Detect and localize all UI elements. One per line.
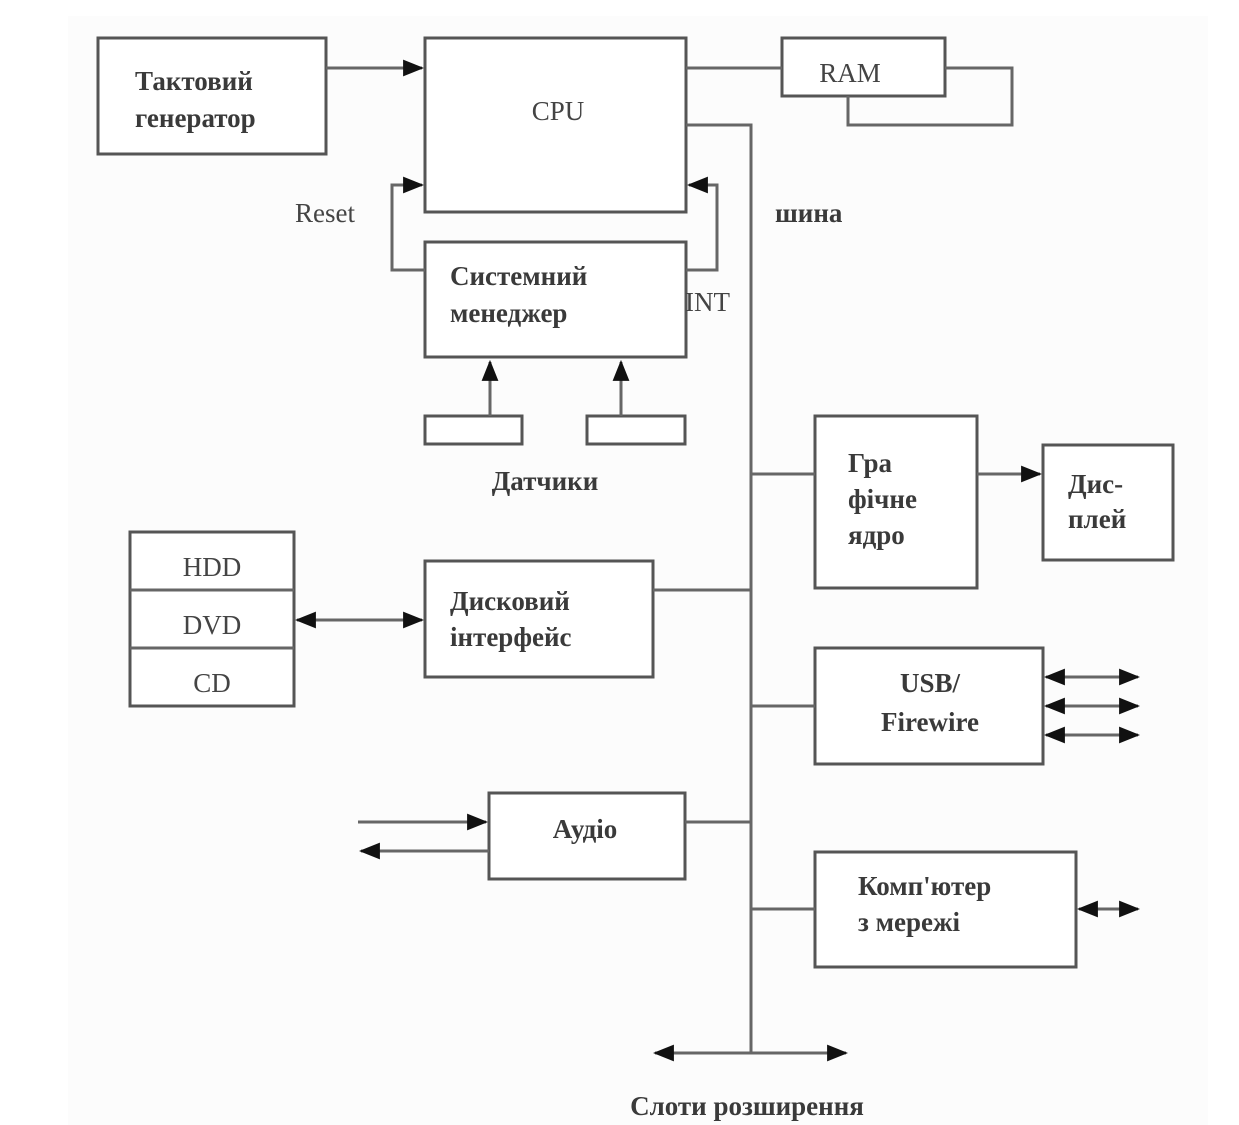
sensor-1 [423, 414, 524, 446]
clock-label-line2: генератор [135, 103, 256, 133]
reset-wire [390, 176, 425, 272]
network-label-line1: Комп'ютер [858, 871, 991, 901]
int-wire [686, 176, 719, 272]
expansion-slots-label: Слоти розширення [630, 1091, 864, 1121]
usb-label-line1: USB/ [900, 668, 961, 698]
bus-label: шина [775, 198, 843, 228]
usb-label-line2: Firewire [881, 707, 979, 737]
graphics-label-line1: Гра [848, 448, 892, 478]
sensor-2 [585, 414, 687, 446]
reset-label: Reset [295, 198, 355, 228]
system-manager-label-line1: Системний [450, 261, 587, 291]
system-manager-block: Системний менеджер [423, 240, 688, 359]
network-computer-block: Комп'ютер з мережі [813, 850, 1078, 969]
display-label-line2: плей [1068, 504, 1126, 534]
ram-block: RAM [780, 36, 1014, 127]
cpu-block: CPU [423, 36, 688, 214]
disk-interface-block: Дисковий інтерфейс [423, 559, 655, 679]
int-label: INT [685, 287, 730, 317]
ram-label: RAM [819, 58, 881, 88]
display-block: Дис- плей [1041, 443, 1175, 562]
display-label-line1: Дис- [1068, 469, 1123, 499]
storage-stack: HDD DVD CD [128, 530, 296, 708]
clock-label-line1: Тактовий [135, 66, 253, 96]
cpu-label: CPU [532, 96, 585, 126]
audio-label: Аудіо [553, 814, 618, 844]
system-bus [686, 123, 753, 1053]
storage-dvd-label: DVD [183, 610, 242, 640]
usb-firewire-block: USB/ Firewire [813, 646, 1045, 766]
audio-block: Аудіо [487, 791, 687, 881]
sensors-group: Датчики [423, 359, 687, 496]
graphics-label-line2: фічне [848, 484, 917, 514]
clock-generator-block: Тактовий генератор [96, 36, 328, 156]
ram-loop-wire [846, 66, 1014, 127]
graphics-label-line3: ядро [848, 520, 905, 550]
sensors-label: Датчики [492, 466, 599, 496]
network-label-line2: з мережі [858, 907, 961, 937]
storage-hdd-label: HDD [183, 552, 242, 582]
storage-cd-label: CD [193, 668, 231, 698]
disk-interface-label-line2: інтерфейс [450, 622, 572, 652]
graphics-core-block: Гра фічне ядро [813, 414, 979, 590]
disk-interface-label-line1: Дисковий [450, 586, 570, 616]
system-manager-label-line2: менеджер [450, 298, 567, 328]
